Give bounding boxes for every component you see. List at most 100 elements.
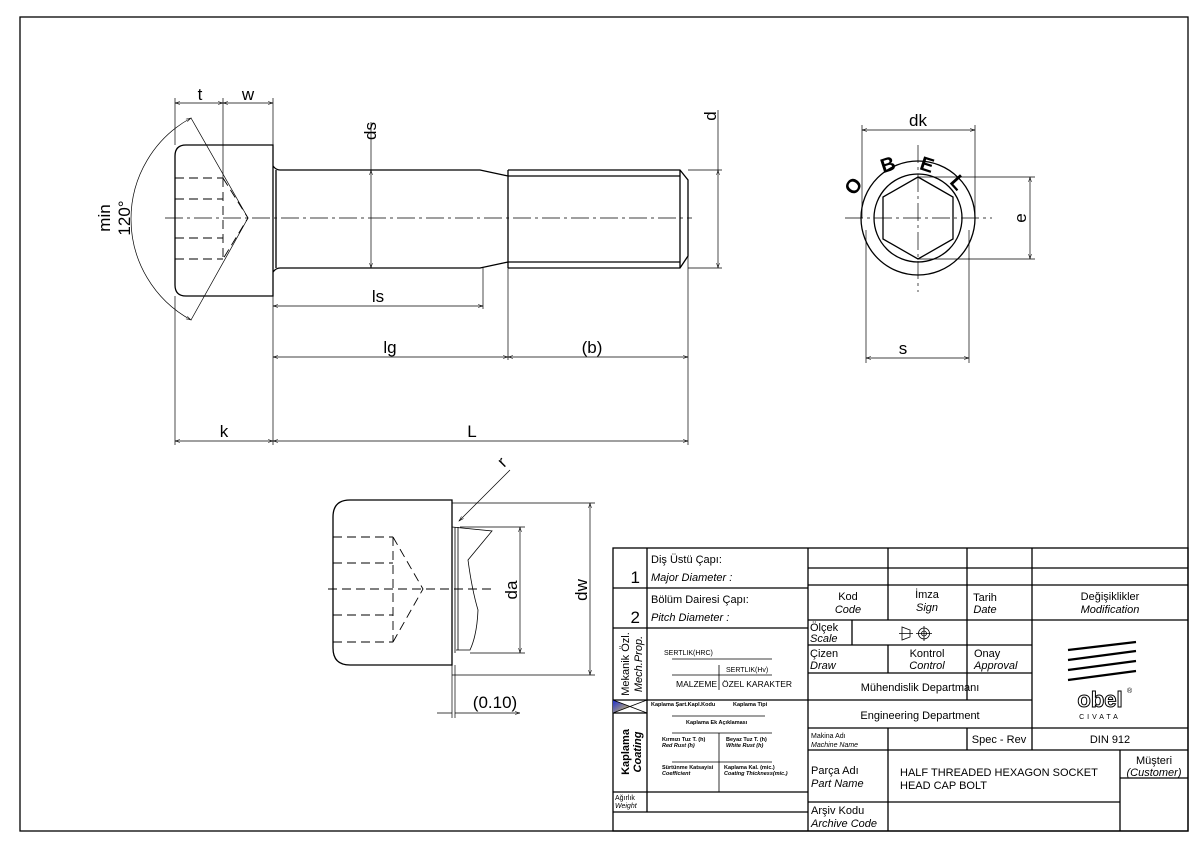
angle-value-label: 120° <box>115 200 134 235</box>
drawing-frame <box>19 16 1189 832</box>
code-en: Code <box>835 604 861 616</box>
projection-symbol-icon <box>899 626 932 641</box>
red-rust-tr: Kırmızı Tuz T. (h) <box>662 737 705 743</box>
obel-logo: obel ® CIVATA <box>1067 640 1137 721</box>
k-label: k <box>220 422 229 441</box>
coating-x-icon <box>612 699 648 714</box>
material-label: MALZEME <box>676 679 717 689</box>
mech-prop-tr: Mekanik Özl. <box>620 632 632 696</box>
control-en: Control <box>909 660 945 672</box>
spec-rev-label: Spec - Rev <box>972 734 1027 746</box>
department-tr: Mühendislik Departmanı <box>861 682 980 694</box>
major-diameter-tr: Diş Üstü Çapı: <box>651 554 722 566</box>
standard-value: DIN 912 <box>1090 734 1130 746</box>
special-char-label: ÖZEL KARAKTER <box>722 679 792 689</box>
major-diameter-en: Major Diameter : <box>651 572 732 584</box>
logo-name: obel <box>1077 687 1122 712</box>
logo-letter-o: O <box>841 174 868 199</box>
pitch-diameter-tr: Bölüm Dairesi Çapı: <box>651 594 749 606</box>
e-label: e <box>1011 213 1030 222</box>
lg-label: lg <box>383 338 396 357</box>
friction-tr: Sürtünme Katsayisi <box>662 765 714 771</box>
hardness-hv: SERTLIK(Hv) <box>726 667 768 674</box>
white-rust-en: White Rust (h) <box>726 743 763 749</box>
modification-en: Modification <box>1081 604 1140 616</box>
ls-label: ls <box>372 287 384 306</box>
thickness-en: Coating Thickness(mic.) <box>724 771 788 777</box>
date-en: Date <box>973 604 996 616</box>
L-label: L <box>467 422 476 441</box>
white-rust-tr: Beyaz Tuz T. (h) <box>726 737 767 743</box>
logo-letter-l: L <box>945 171 970 195</box>
sign-en: Sign <box>916 602 938 614</box>
friction-en: Coefficient <box>662 771 691 777</box>
draw-en: Draw <box>810 660 837 672</box>
da-label: da <box>502 580 521 599</box>
ds-label: ds <box>361 122 380 140</box>
sign-tr: İmza <box>915 588 940 601</box>
coating-en: Coating <box>632 731 644 772</box>
pitch-diameter-en: Pitch Diameter : <box>651 612 729 624</box>
part-name-line1: HALF THREADED HEXAGON SOCKET <box>900 767 1098 779</box>
machine-name-tr: Makina Adı <box>811 733 846 740</box>
approval-tr: Onay <box>974 648 1001 660</box>
scale-tr: Ölçek <box>810 622 839 634</box>
detail-section <box>451 526 493 653</box>
t-label: t <box>198 85 203 104</box>
dw-label: dw <box>572 578 591 600</box>
draw-tr: Çizen <box>810 648 838 660</box>
bolt-head <box>174 144 274 297</box>
customer-en: (Customer) <box>1126 767 1181 779</box>
weight-en: Weight <box>615 803 638 810</box>
archive-code-tr: Arşiv Kodu <box>811 805 864 817</box>
coating-tr: Kaplama <box>620 728 632 775</box>
bolt-shank <box>272 165 689 273</box>
hardness-hrc: SERTLIK(HRC) <box>664 650 713 657</box>
end-view: dk e s O B E L <box>841 111 1035 363</box>
mech-prop-en: Mech.Prop. <box>633 636 645 692</box>
part-name-line2: HEAD CAP BOLT <box>900 780 987 792</box>
logo-registered: ® <box>1127 687 1133 695</box>
part-name-en: Part Name <box>811 778 864 790</box>
detail-hidden-lines <box>328 536 492 643</box>
machine-name-en: Machine Name <box>811 742 858 749</box>
d-label: d <box>701 111 720 120</box>
department-en: Engineering Department <box>860 710 979 722</box>
major-diameter-num: 1 <box>631 568 640 587</box>
w-label: w <box>241 85 255 104</box>
customer-tr: Müşteri <box>1136 755 1172 767</box>
logo-thread-lines <box>1067 640 1137 682</box>
coating-type: Kaplama Tipi <box>733 702 768 708</box>
title-block: 1 Diş Üstü Çapı: Major Diameter : 2 Bölü… <box>612 547 1189 832</box>
logo-sub: CIVATA <box>1079 714 1121 721</box>
logo-letter-b: B <box>878 153 899 178</box>
tw-extension-lines <box>174 98 274 178</box>
detail-head <box>332 499 453 666</box>
archive-code-en: Archive Code <box>810 818 877 830</box>
b-label: (b) <box>582 338 603 357</box>
coating-spec-code: Kaplama Şart.Kapl.Kodu <box>651 702 715 708</box>
angle-arc <box>130 117 192 321</box>
part-name-tr: Parça Adı <box>811 765 859 777</box>
dk-label: dk <box>909 111 927 130</box>
approval-en: Approval <box>973 660 1018 672</box>
control-tr: Kontrol <box>910 648 945 660</box>
coating-extra: Kaplama Ek Açıklaması <box>686 720 748 726</box>
r-label: r <box>493 453 511 471</box>
side-view: min 120° t w ds d ls lg (b) k L <box>95 85 722 445</box>
end-centerlines <box>845 145 992 292</box>
thickness-tr: Kaplama Kal. (mic.) <box>724 765 775 771</box>
gap-label: (0.10) <box>473 693 517 712</box>
red-rust-en: Red Rust (h) <box>662 743 695 749</box>
scale-en: Scale <box>810 633 838 645</box>
angle-legs <box>190 117 249 321</box>
logo-letter-e: E <box>917 153 936 178</box>
pitch-diameter-num: 2 <box>631 608 640 627</box>
socket-hidden-lines <box>175 177 249 260</box>
weight-tr: Ağırlık <box>615 795 635 802</box>
modification-tr: Değişiklikler <box>1081 591 1140 603</box>
angle-min-label: min <box>95 204 114 231</box>
detail-view: dw da r (0.10) <box>328 453 595 718</box>
code-tr: Kod <box>838 591 858 603</box>
